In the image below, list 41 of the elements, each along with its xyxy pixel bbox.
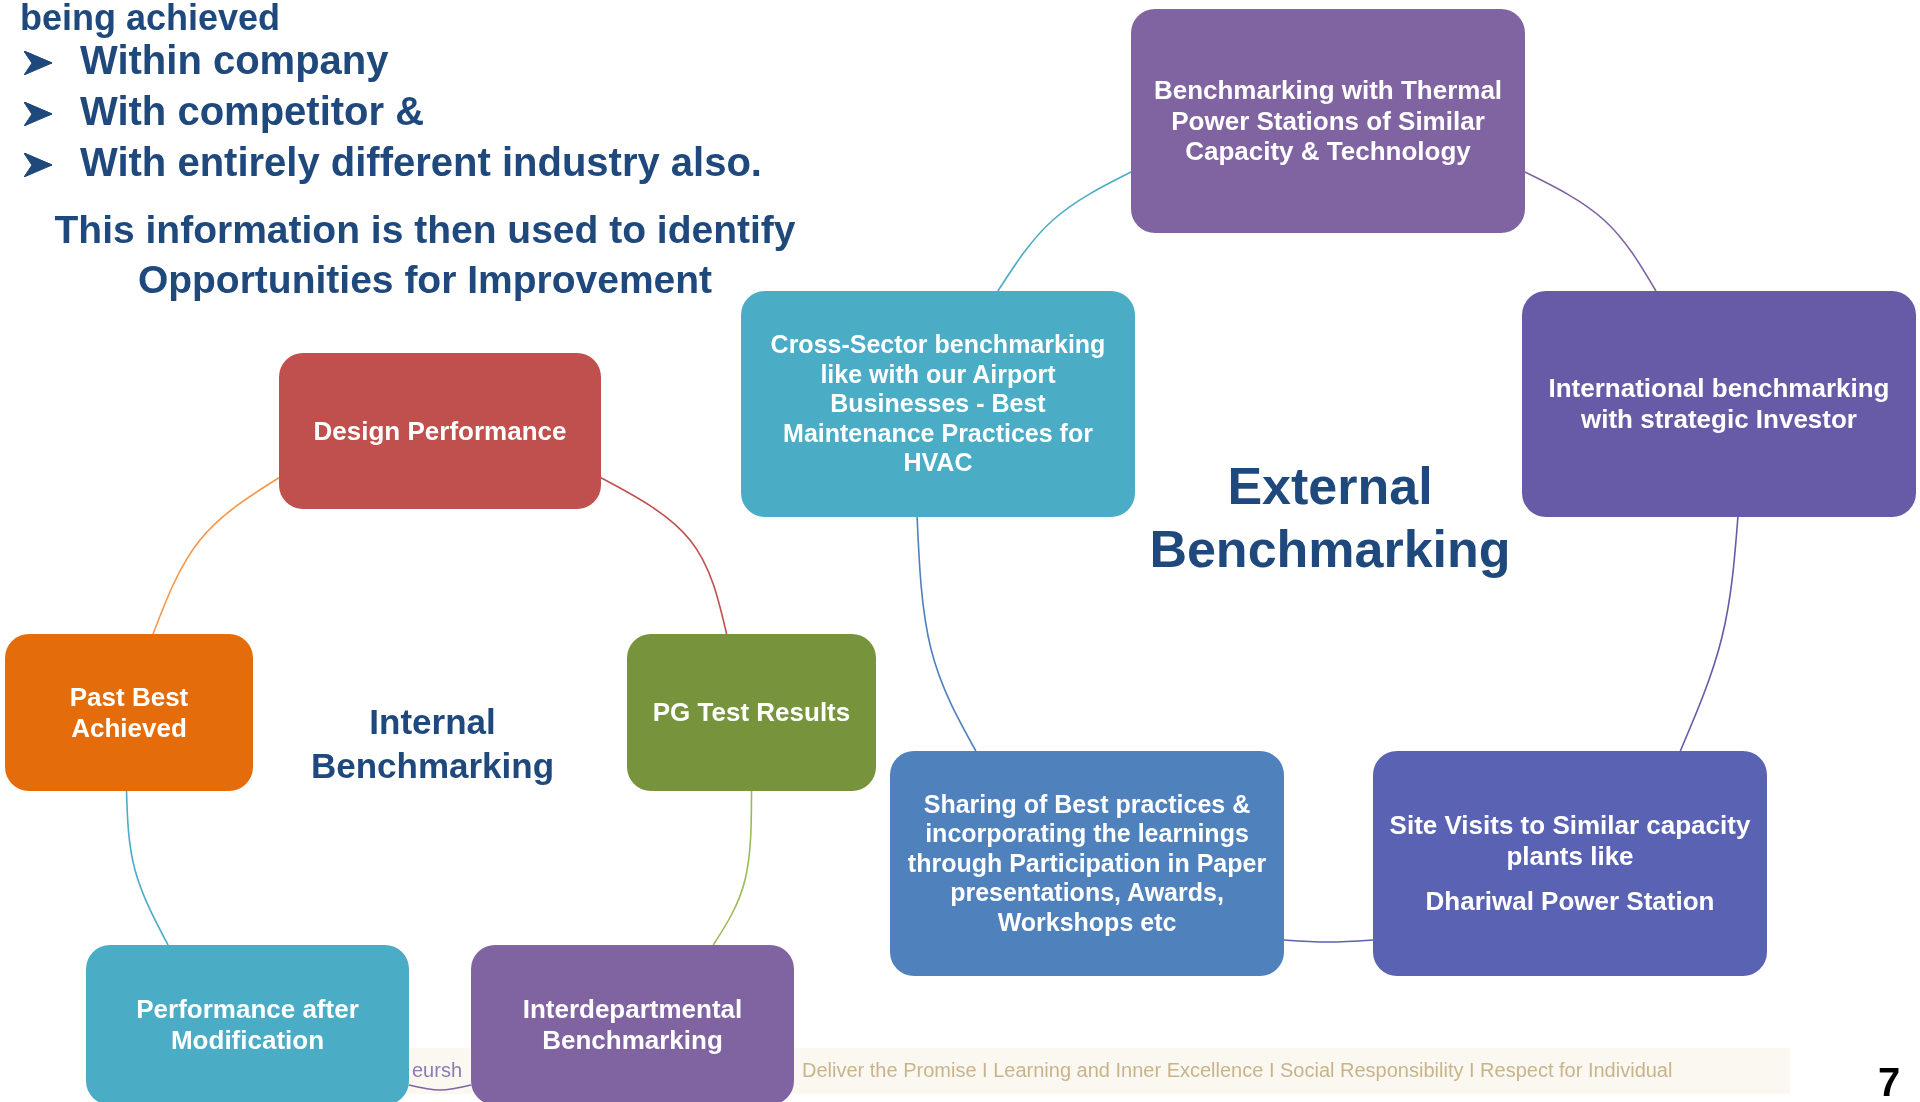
- node-text: Interdepartmental Benchmarking: [521, 994, 744, 1056]
- node-text: PG Test Results: [652, 697, 851, 728]
- benchmark-box: [890, 751, 1284, 976]
- node-text: Sharing of Best practices & incorporating the learnings through Participation in Paper presentations, Awards, Workshops etc: [906, 789, 1268, 938]
- connector-arc: [997, 171, 1132, 292]
- node-text: Cross-Sector benchmarking like with our Airport Businesses - Best Maintenance Practices for HVAC: [769, 330, 1107, 478]
- node-text: Performance after Modification: [135, 994, 360, 1056]
- heading-text: being achieved: [20, 0, 281, 36]
- connector-arc: [152, 477, 280, 635]
- bullet-text: Within company: [80, 38, 389, 84]
- connector-arc: [712, 790, 753, 946]
- node-text: International benchmarking with strategic Investor: [1547, 373, 1891, 435]
- node-text: Design Performance: [313, 415, 567, 447]
- node-text: Past Best Achieved: [68, 681, 190, 744]
- connector-arc: [1283, 939, 1374, 943]
- connector-arc: [408, 1084, 472, 1091]
- connector-arc: [1524, 171, 1657, 292]
- benchmark-box: [279, 353, 601, 509]
- benchmark-box: [1131, 9, 1525, 233]
- benchmark-box: [741, 291, 1135, 517]
- bullet-text: With competitor &: [80, 88, 425, 135]
- footer-text: eursh: [412, 1058, 463, 1082]
- node-text: Dhariwal Power Station: [1425, 885, 1715, 917]
- benchmark-box: [1522, 291, 1916, 517]
- statement-text: This information is then used to identify Opportunities for Improvement: [53, 207, 797, 303]
- connector-arc: [1679, 516, 1739, 752]
- benchmark-box: [86, 945, 409, 1102]
- group-title: External Benchmarking: [1148, 456, 1512, 581]
- connector-arc: [600, 477, 728, 635]
- bullet-text: With entirely different industry also.: [80, 139, 762, 186]
- connector-arc: [916, 516, 977, 752]
- node-text: Benchmarking with Thermal Power Stations of Similar Capacity & Technology: [1152, 75, 1504, 167]
- connector-arc: [125, 790, 169, 946]
- page-number: 7: [1878, 1059, 1901, 1102]
- benchmark-box: [5, 634, 253, 791]
- node-text: Site Visits to Similar capacity plants like: [1389, 810, 1751, 872]
- benchmark-box: [471, 945, 794, 1102]
- footer-text: Deliver the Promise I Learning and Inner Excellence I Social Responsibility I Respect for Individual: [802, 1058, 1673, 1082]
- group-title: Internal Benchmarking: [309, 701, 556, 787]
- benchmark-box: [627, 634, 876, 791]
- benchmark-box: [1373, 751, 1767, 976]
